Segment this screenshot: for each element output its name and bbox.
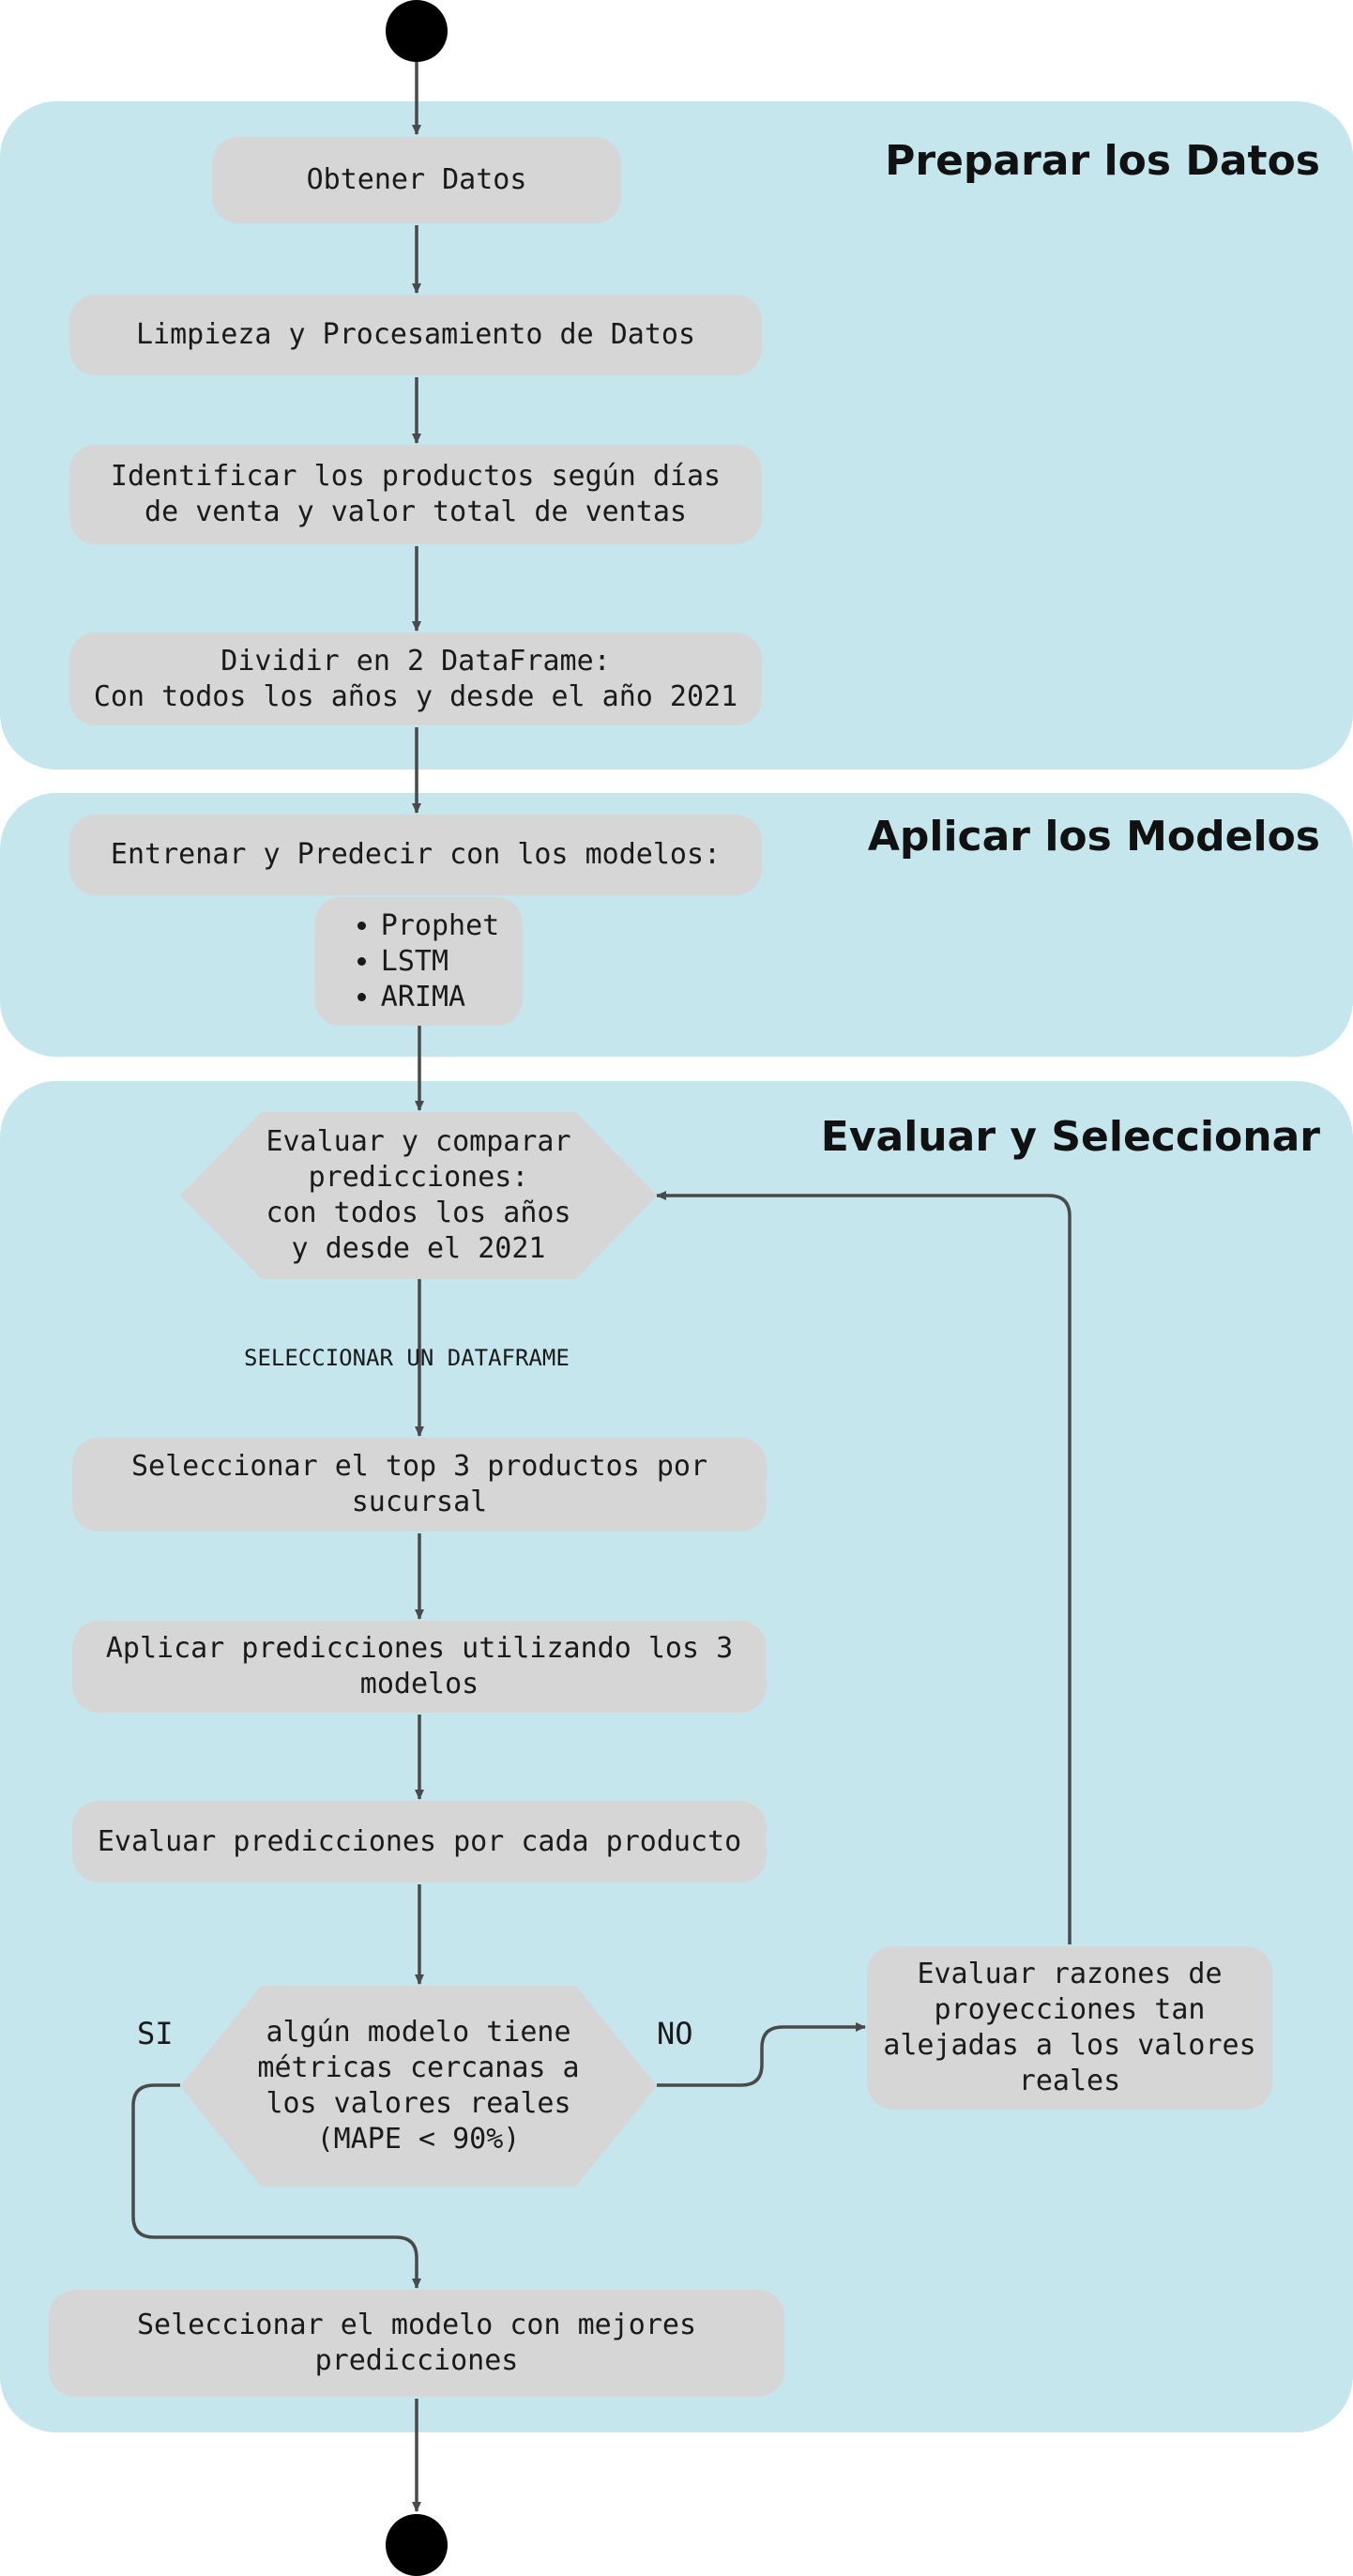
edge-reasons-loop-back [656,1191,1072,1944]
label-select-dataframe: SELECCIONAR UN DATAFRAME [244,1345,570,1371]
lane-title-apply: Aplicar los Modelos [867,813,1320,861]
model-item-lstm: LSTM [381,944,499,980]
node-train-predict: Entrenar y Predecir con los modelos: [69,815,762,895]
lane-title-evaluate: Evaluar y Seleccionar [820,1113,1320,1161]
model-item-prophet: Prophet [381,908,499,944]
node-apply-predictions: Aplicar predicciones utilizando los 3 mo… [72,1621,767,1713]
edge-decision-yes [131,2083,421,2289]
node-model-list: Prophet LSTM ARIMA [314,897,523,1026]
node-identify-products: Identificar los productos según días de … [69,445,762,544]
node-decision-mape: algún modelo tiene métricas cercanas a l… [180,1986,657,2187]
node-evaluate-compare: Evaluar y comparar predicciones: con tod… [180,1112,657,1279]
label-yes: SI [137,2016,174,2051]
node-evaluate-reasons: Evaluar razones de proyecciones tan alej… [867,1946,1272,2110]
edge-decision-no [657,2022,866,2087]
model-item-arima: ARIMA [381,980,499,1015]
label-no: NO [657,2016,693,2051]
lane-title-prepare: Preparar los Datos [885,137,1320,185]
node-split-dataframe: Dividir en 2 DataFrame: Con todos los añ… [69,633,762,725]
node-evaluate-each-product: Evaluar predicciones por cada producto [72,1801,767,1882]
node-clean-data: Limpieza y Procesamiento de Datos [69,295,762,375]
lane-evaluate-select [0,1081,1353,2432]
node-obtain-data: Obtener Datos [212,137,621,223]
end-node [386,2514,448,2576]
node-select-best-model: Seleccionar el modelo con mejores predic… [49,2290,784,2397]
start-node [386,0,448,62]
node-select-top-products: Seleccionar el top 3 productos por sucur… [72,1438,767,1532]
